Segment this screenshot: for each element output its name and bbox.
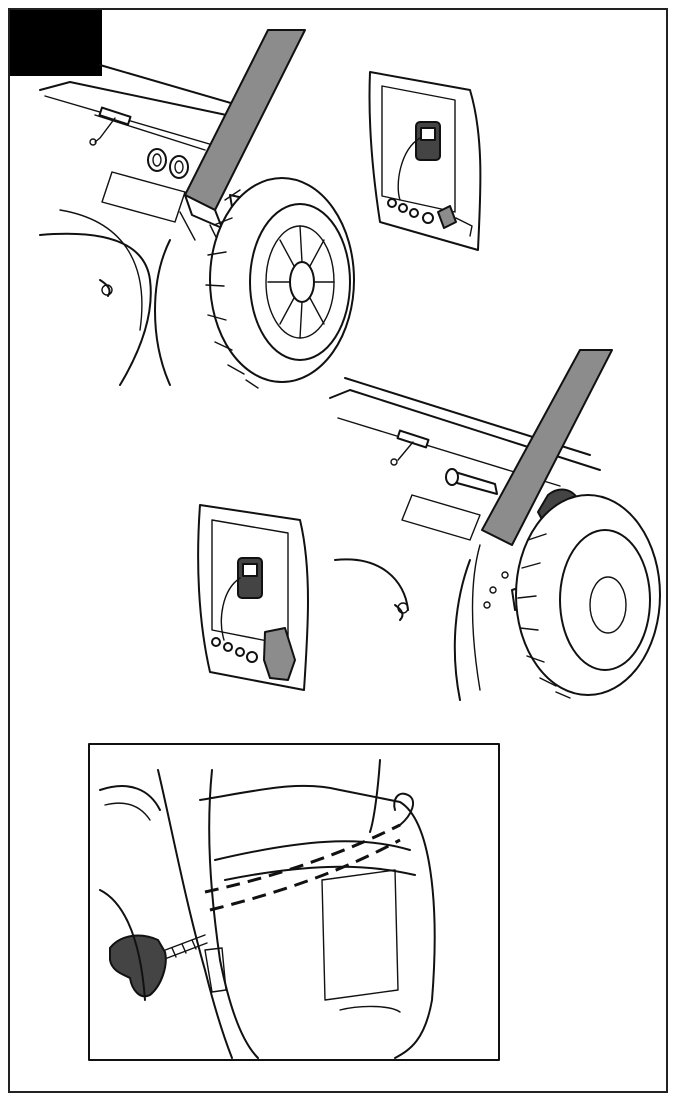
step-number-badge	[10, 10, 102, 76]
figure-frame	[8, 8, 668, 1093]
top-mower-assembly	[39, 29, 355, 389]
middle-left-inset	[197, 504, 309, 691]
bottom-closeup	[88, 743, 500, 1061]
middle-mower-assembly	[329, 349, 661, 701]
top-right-inset	[368, 71, 482, 251]
